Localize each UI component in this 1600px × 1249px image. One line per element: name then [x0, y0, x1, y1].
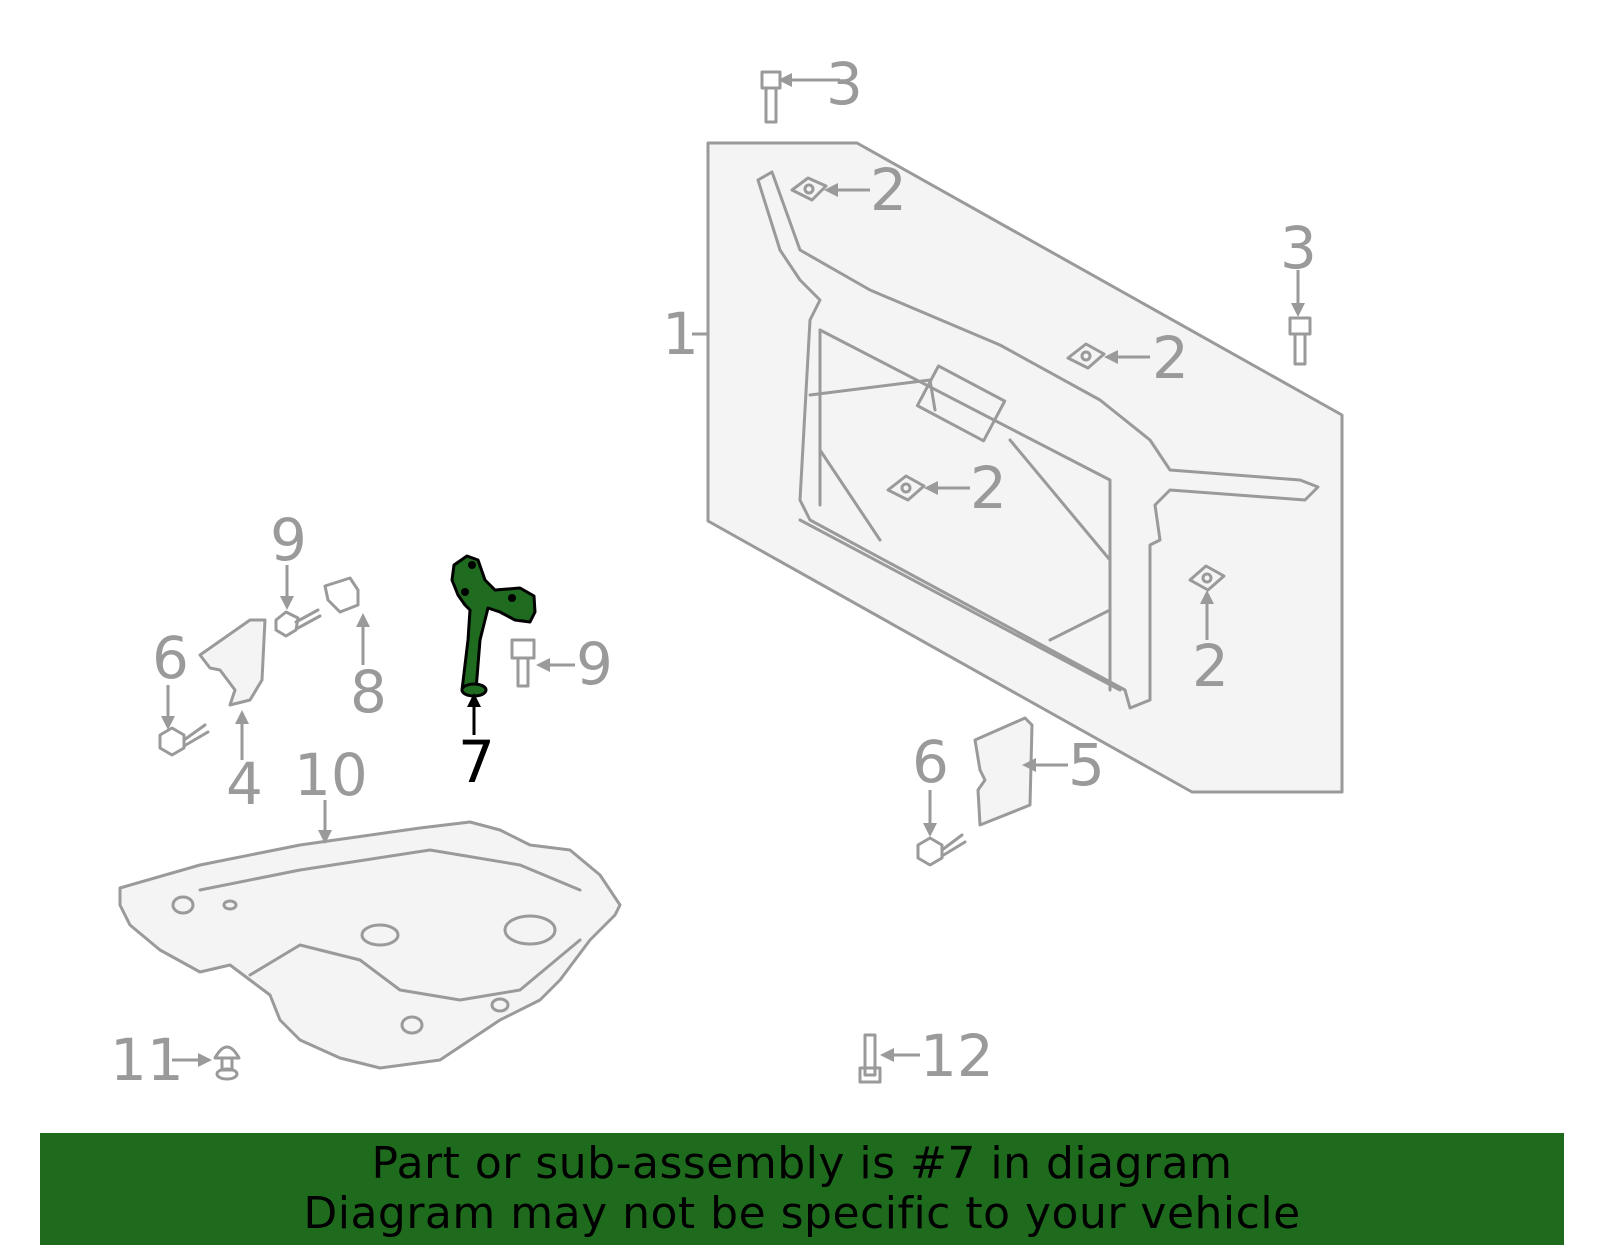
bolt-3a[interactable] — [760, 70, 782, 124]
callout-1: 1 — [662, 300, 699, 368]
bolt-3b[interactable] — [1288, 316, 1312, 366]
callout-6-left: 6 — [152, 624, 189, 692]
nut-2a[interactable] — [790, 176, 828, 202]
callout-2-a: 2 — [870, 156, 907, 224]
undercover-shield-10[interactable] — [118, 820, 622, 1070]
callout-10: 10 — [294, 741, 368, 809]
callout-12: 12 — [920, 1022, 994, 1090]
info-banner: Part or sub-assembly is #7 in diagram Di… — [40, 1133, 1564, 1245]
callout-9-right: 9 — [576, 630, 613, 698]
callout-2-d: 2 — [1192, 632, 1229, 700]
part-7-highlighted-bracket[interactable] — [450, 554, 537, 698]
assembly-panel — [706, 141, 1344, 794]
callout-6-right: 6 — [912, 728, 949, 796]
callout-8: 8 — [350, 658, 387, 726]
bolt-6a[interactable] — [158, 723, 210, 757]
stud-12[interactable] — [858, 1033, 882, 1084]
nut-2b[interactable] — [1066, 342, 1106, 370]
callout-2-b: 2 — [1152, 324, 1189, 392]
callout-7-highlighted: 7 — [458, 728, 495, 796]
bracket-8[interactable] — [323, 576, 360, 614]
callout-3-right: 3 — [1280, 214, 1317, 282]
banner-line-2: Diagram may not be specific to your vehi… — [303, 1188, 1301, 1239]
callout-5: 5 — [1068, 731, 1105, 799]
callout-9-top: 9 — [270, 506, 307, 574]
nut-2d[interactable] — [1188, 564, 1226, 592]
clip-11[interactable] — [213, 1045, 241, 1081]
callout-4: 4 — [226, 750, 263, 818]
radiator-support-frame[interactable] — [756, 170, 1320, 710]
bracket-4[interactable] — [198, 618, 267, 707]
bracket-5[interactable] — [973, 716, 1034, 827]
callout-3-top: 3 — [826, 50, 863, 118]
callout-11: 11 — [110, 1026, 184, 1094]
nut-2c[interactable] — [886, 474, 926, 502]
callout-2-c: 2 — [970, 454, 1007, 522]
banner-line-1: Part or sub-assembly is #7 in diagram — [371, 1138, 1233, 1189]
bolt-6b[interactable] — [916, 833, 967, 867]
bolt-9b[interactable] — [510, 638, 536, 688]
bolt-9a[interactable] — [274, 608, 322, 638]
